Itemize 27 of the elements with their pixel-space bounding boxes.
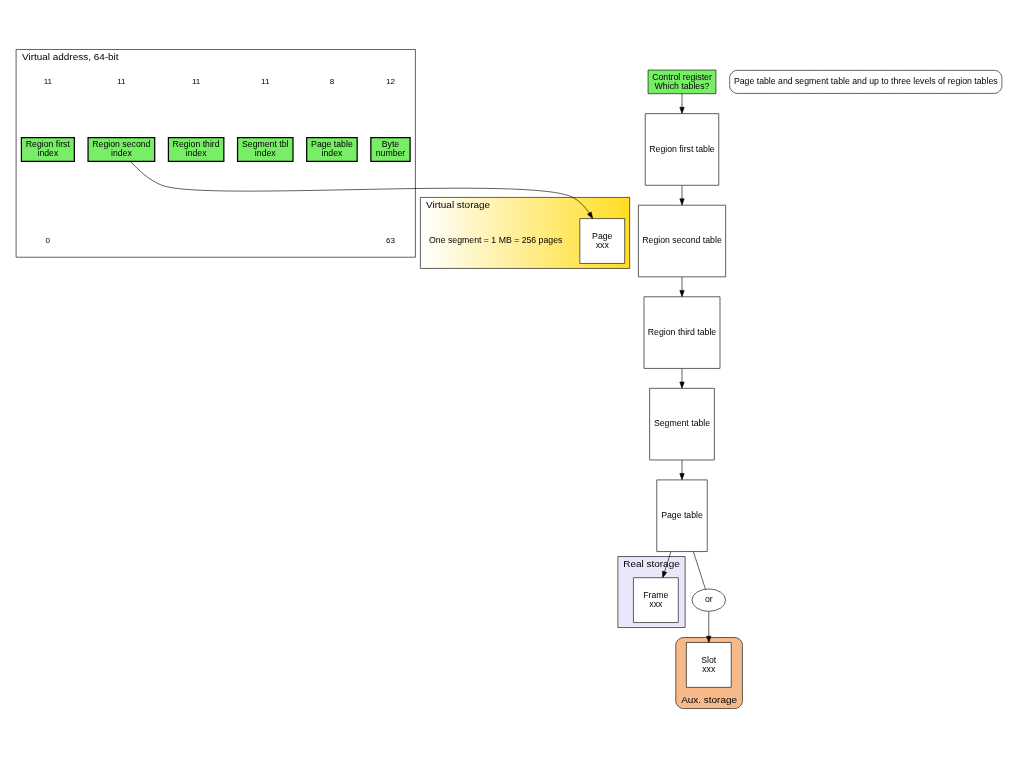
- node-box: Page table index: [306, 137, 358, 162]
- node-box: Control register Which tables?: [647, 69, 717, 94]
- arrow: [706, 611, 712, 643]
- connector: [693, 551, 706, 590]
- node-box: Region second index: [87, 137, 156, 162]
- node-box: Region third index: [167, 137, 225, 162]
- node-box: Region first index: [20, 137, 75, 162]
- node-box: Page table and segment table and up to three levels of region tables: [729, 70, 1003, 94]
- node-box: Page xxx: [579, 218, 625, 264]
- node-box: Page table: [656, 479, 708, 552]
- node-box: Region first table: [644, 113, 720, 186]
- arrow: [679, 276, 685, 297]
- node-box: Region third table: [643, 296, 721, 369]
- node-box: Region second table: [638, 204, 726, 278]
- node-box: Frame xxx: [633, 577, 679, 623]
- node-ellipse: or: [691, 588, 726, 612]
- arrow: [662, 551, 672, 578]
- arrow: [679, 459, 685, 481]
- node-box: Slot xxx: [686, 642, 732, 688]
- node-box: Byte number: [370, 137, 411, 162]
- node-box: Segment tbl index: [236, 137, 294, 162]
- arrow: [679, 368, 685, 389]
- node-box: Segment table: [649, 388, 715, 461]
- arrow: [679, 93, 685, 114]
- arrow: [130, 161, 593, 219]
- node-text: One segment = 1 MB = 256 pages: [429, 235, 563, 246]
- arrow: [679, 185, 685, 206]
